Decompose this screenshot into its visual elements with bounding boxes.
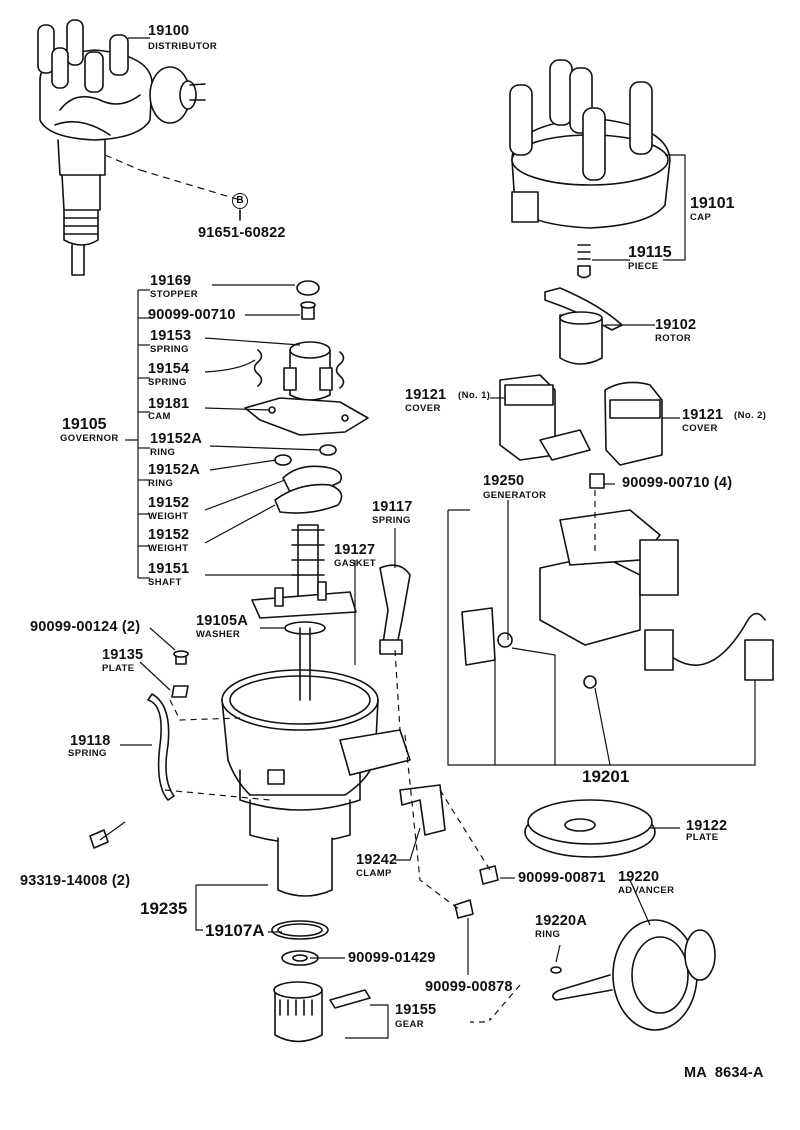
stopper-part-name: STOPPER bbox=[150, 289, 199, 300]
washer-01429-part-number: 90099-01429 bbox=[348, 950, 436, 966]
bolt-b-part-number: 91651-60822 bbox=[198, 225, 286, 241]
governor-part-name: GOVERNOR bbox=[60, 433, 119, 444]
screw-00871-part-number: 90099-00871 bbox=[518, 870, 606, 886]
assy-19201-part-number: 19201 bbox=[582, 767, 630, 786]
washer-part-number: 19105A bbox=[196, 613, 248, 629]
ring-19220a-part-number: 19220A bbox=[535, 913, 587, 929]
plate-19122-part-number: 19122 bbox=[686, 818, 728, 834]
shaft-part-name: SHAFT bbox=[148, 577, 182, 588]
cover-1-part-name: COVER bbox=[405, 403, 441, 414]
plate-19135-part-number: 19135 bbox=[102, 647, 144, 663]
ring-a2-part-name: RING bbox=[148, 478, 174, 489]
spring-19117-part-number: 19117 bbox=[372, 499, 413, 515]
cam-part-name: CAM bbox=[148, 411, 171, 422]
weight-2-part-number: 19152 bbox=[148, 527, 190, 543]
distributor-assembly-illustration bbox=[37, 19, 206, 276]
bolt-b-badge: B bbox=[232, 193, 248, 209]
plate-19122-part-name: PLATE bbox=[686, 832, 719, 843]
gasket-part-number: 19127 bbox=[334, 542, 376, 558]
clamp-part-name: CLAMP bbox=[356, 868, 392, 879]
spring-19153-part-number: 19153 bbox=[150, 328, 192, 344]
left-small-parts-illustration bbox=[89, 564, 411, 849]
spring-19154-part-number: 19154 bbox=[148, 361, 190, 377]
clamp-and-screws-illustration bbox=[399, 784, 499, 919]
bolt-14008-part-number: 93319-14008 (2) bbox=[20, 873, 131, 889]
clamp-part-number: 19242 bbox=[356, 852, 398, 868]
gear-part-number: 19155 bbox=[395, 1002, 437, 1018]
vacuum-advancer-illustration bbox=[550, 919, 716, 1031]
screw-00124-part-number: 90099-00124 (2) bbox=[30, 619, 141, 635]
ring-a2-part-number: 19152A bbox=[148, 462, 200, 478]
cover-1-part-number: 19121 bbox=[405, 387, 447, 403]
piece-part-name: PIECE bbox=[628, 261, 659, 272]
advancer-part-number: 19220 bbox=[618, 869, 660, 885]
cover-2-part-name: COVER bbox=[682, 423, 718, 434]
spring-19117-part-name: SPRING bbox=[372, 515, 411, 526]
spring-19118-part-number: 19118 bbox=[70, 733, 111, 749]
screw-00710-part-number: 90099-00710 bbox=[148, 307, 236, 323]
weight-1-part-name: WEIGHT bbox=[148, 511, 189, 522]
generator-part-name: GENERATOR bbox=[483, 490, 547, 501]
covers-illustration bbox=[499, 374, 663, 466]
shaft-part-number: 19151 bbox=[148, 561, 190, 577]
diagram-reference-code: MA 8634-A bbox=[684, 1065, 764, 1081]
gasket-part-name: GASKET bbox=[334, 558, 376, 569]
distributor-part-name: DISTRIBUTOR bbox=[148, 41, 218, 52]
rotor-illustration bbox=[544, 287, 623, 365]
generator-assembly-illustration bbox=[461, 473, 774, 689]
distributor-cap-illustration bbox=[509, 59, 671, 279]
breaker-plate-illustration bbox=[524, 799, 656, 858]
distributor-part-number: 19100 bbox=[148, 23, 190, 39]
spring-19154-part-name: SPRING bbox=[148, 377, 187, 388]
cover-1-qualifier: (No. 1) bbox=[458, 390, 491, 401]
screw-00878-part-number: 90099-00878 bbox=[425, 979, 513, 995]
gear-part-name: GEAR bbox=[395, 1019, 425, 1030]
rotor-part-number: 19102 bbox=[655, 317, 697, 333]
distributor-housing-illustration bbox=[221, 627, 411, 897]
piece-part-number: 19115 bbox=[628, 244, 672, 261]
advancer-part-name: ADVANCER bbox=[618, 885, 675, 896]
leader-lines bbox=[99, 37, 756, 1039]
cap-part-name: CAP bbox=[690, 212, 712, 223]
stopper-part-number: 19169 bbox=[150, 273, 192, 289]
ring-19220a-part-name: RING bbox=[535, 929, 561, 940]
lower-parts-illustration bbox=[271, 920, 371, 1043]
plate-19135-part-name: PLATE bbox=[102, 663, 135, 674]
governor-parts-illustration bbox=[244, 280, 369, 635]
spring-19118-part-name: SPRING bbox=[68, 748, 107, 759]
generator-part-number: 19250 bbox=[483, 473, 525, 489]
weight-2-part-name: WEIGHT bbox=[148, 543, 189, 554]
spring-19153-part-name: SPRING bbox=[150, 344, 189, 355]
rotor-part-name: ROTOR bbox=[655, 333, 692, 344]
housing-part-number: 19235 bbox=[140, 899, 188, 918]
screw-00710-4-part-number: 90099-00710 (4) bbox=[622, 475, 733, 491]
governor-part-number: 19105 bbox=[62, 416, 107, 433]
oring-part-number: 19107A bbox=[205, 921, 265, 940]
cap-part-number: 19101 bbox=[690, 195, 735, 212]
weight-1-part-number: 19152 bbox=[148, 495, 190, 511]
washer-part-name: WASHER bbox=[196, 629, 241, 640]
ring-a1-part-name: RING bbox=[150, 447, 176, 458]
cover-2-qualifier: (No. 2) bbox=[734, 410, 767, 421]
ring-a1-part-number: 19152A bbox=[150, 431, 202, 447]
cam-part-number: 19181 bbox=[148, 396, 190, 412]
cover-2-part-number: 19121 bbox=[682, 407, 724, 423]
